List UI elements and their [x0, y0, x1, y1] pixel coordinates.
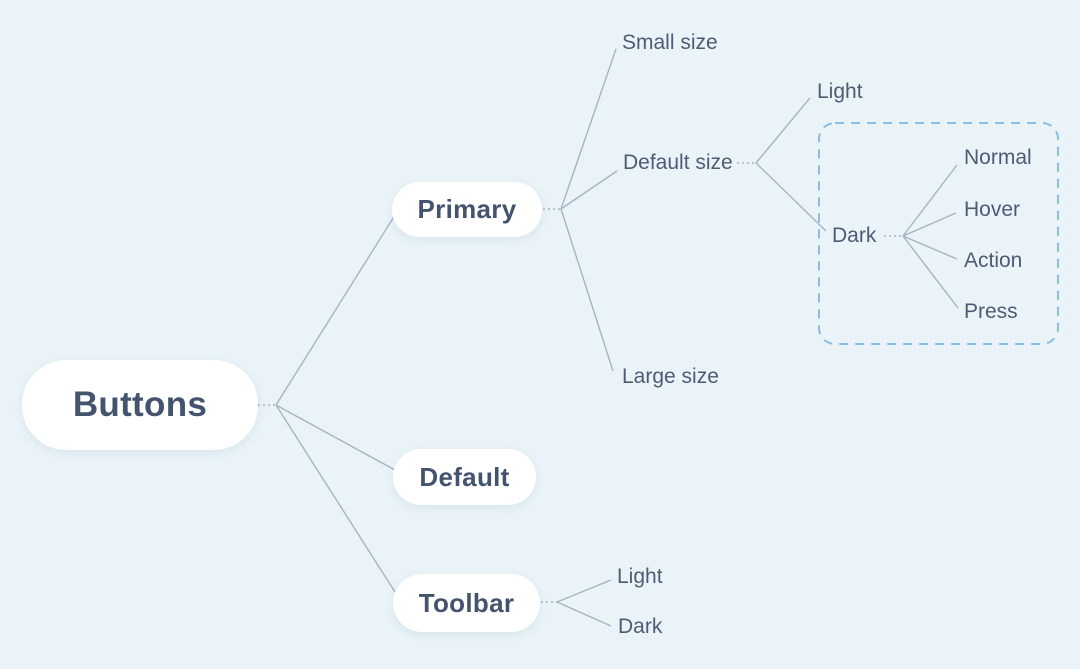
node-normal[interactable]: Normal	[964, 146, 1032, 169]
node-dark-defaultsize[interactable]: Dark	[832, 224, 877, 247]
node-primary[interactable]: Primary	[392, 182, 542, 237]
node-press[interactable]: Press	[964, 300, 1018, 323]
edge-dark-normal	[902, 164, 958, 237]
node-small-size[interactable]: Small size	[622, 31, 718, 54]
node-toolbar-label: Toolbar	[418, 587, 515, 618]
edge-primary-smallsize	[560, 48, 617, 210]
edge-dark-action	[902, 235, 958, 260]
edge-root-default	[275, 404, 396, 471]
edge-dark-hover	[902, 212, 957, 237]
edge-primary-largesize	[560, 208, 614, 372]
node-primary-label: Primary	[417, 194, 517, 224]
edge-toolbar-dark	[556, 601, 612, 627]
edge-defaultsize-dark	[755, 162, 827, 232]
node-light-toolbar[interactable]: Light	[617, 565, 663, 588]
edge-root-toolbar	[275, 404, 396, 593]
node-toolbar[interactable]: Toolbar	[393, 574, 540, 632]
node-default[interactable]: Default	[393, 449, 536, 505]
node-action[interactable]: Action	[964, 249, 1023, 272]
dark-group-boundary[interactable]	[818, 122, 1059, 345]
edge-toolbar-light	[556, 579, 612, 603]
edge-defaultsize-light	[755, 97, 811, 164]
node-default-size[interactable]: Default size	[623, 151, 733, 174]
edge-dark-press	[902, 235, 959, 309]
edge-primary-defaultsize	[560, 170, 618, 210]
node-buttons[interactable]: Buttons	[22, 360, 258, 450]
node-dark-toolbar[interactable]: Dark	[618, 615, 663, 638]
node-default-label: Default	[419, 461, 510, 492]
node-large-size[interactable]: Large size	[622, 365, 719, 388]
node-buttons-label: Buttons	[72, 385, 208, 424]
edge-root-primary	[275, 214, 396, 406]
node-light-defaultsize[interactable]: Light	[817, 80, 863, 103]
node-hover[interactable]: Hover	[964, 198, 1021, 221]
